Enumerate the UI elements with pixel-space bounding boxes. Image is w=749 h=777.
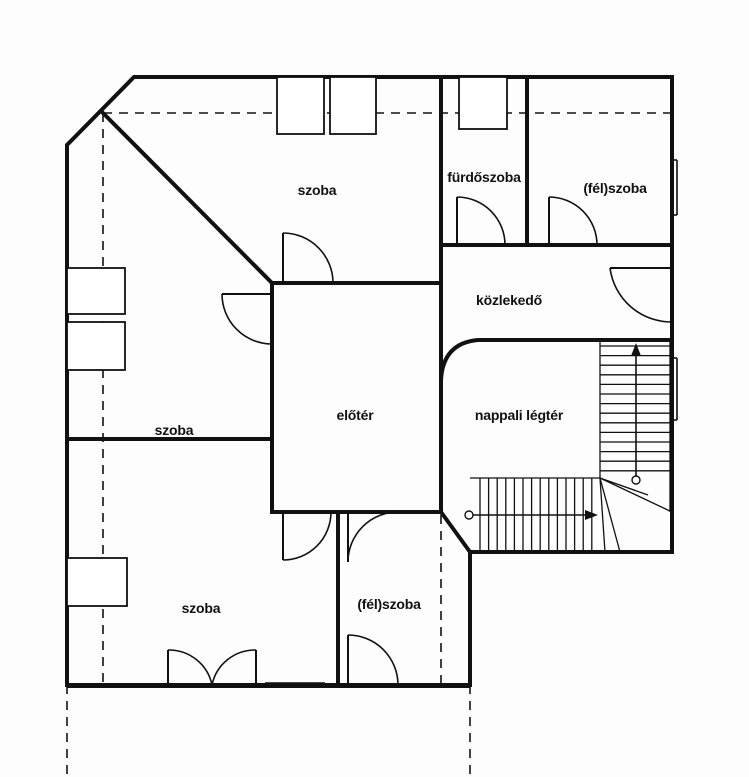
room-label-szoba-left: szoba xyxy=(154,422,194,438)
room-label-szoba-bottom: szoba xyxy=(181,600,221,616)
roof-lines xyxy=(66,112,672,775)
windows xyxy=(66,76,678,684)
room-label-eloter: előtér xyxy=(336,407,374,423)
stair-arrows xyxy=(464,343,641,520)
interior-walls xyxy=(65,75,674,687)
room-label-felszoba-bottom: (fél)szoba xyxy=(357,596,421,612)
staircase-landing xyxy=(599,477,673,553)
exterior-walls xyxy=(65,75,674,688)
room-label-szoba-top: szoba xyxy=(297,182,337,198)
staircase-vertical xyxy=(599,342,671,512)
room-label-furdoszoba: fürdőszoba xyxy=(447,169,521,185)
room-label-felszoba-top: (fél)szoba xyxy=(583,180,647,196)
room-label-nappali-legter: nappali légtér xyxy=(474,407,564,423)
doors xyxy=(167,196,673,686)
room-label-kozlekedo: közlekedő xyxy=(476,292,542,308)
